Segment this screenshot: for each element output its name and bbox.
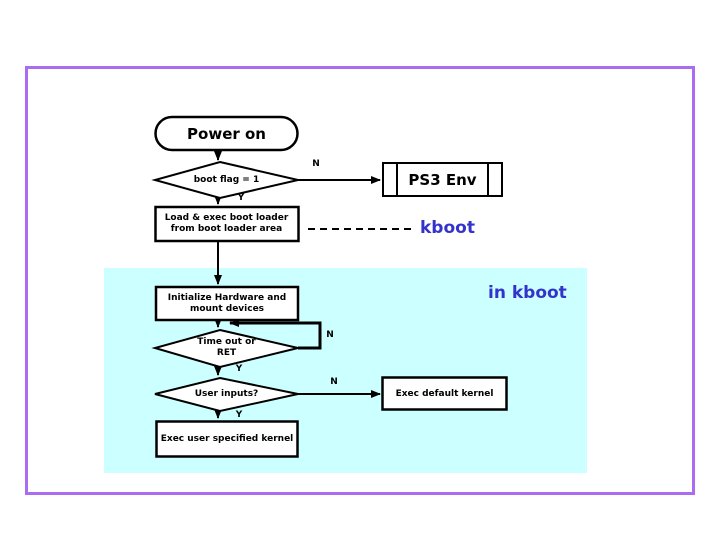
timeout-decision xyxy=(151,328,299,369)
initialize-hw-label: Initialize Hardware and mount devices xyxy=(156,293,298,315)
in-kboot-annotation: in kboot xyxy=(488,283,567,303)
arrow-timeout-no-loopback xyxy=(229,319,322,350)
timeout-yes-label: Y xyxy=(235,364,243,374)
kboot-annotation: kboot xyxy=(420,218,475,238)
ps3-env-predefined-process xyxy=(382,162,503,197)
user-inputs-label: User inputs? xyxy=(194,389,259,399)
exec-user-kernel-label: Exec user specified kernel xyxy=(160,434,294,444)
power-on-label: Power on xyxy=(187,125,266,143)
timeout-no-label: N xyxy=(326,330,334,340)
boot-flag-label: boot flag = 1 xyxy=(193,175,260,185)
initialize-hw-line2: mount devices xyxy=(189,304,265,314)
timeout-line1: Time out or xyxy=(197,337,256,347)
load-boot-loader-line2: from boot loader area xyxy=(170,224,283,234)
boot-flag-yes-label: Y xyxy=(237,193,245,203)
timeout-line2: RET xyxy=(216,348,237,358)
load-boot-loader-process xyxy=(154,205,300,243)
exec-default-kernel-label: Exec default kernel xyxy=(395,389,494,399)
load-boot-loader-line1: Load & exec boot loader xyxy=(164,213,289,223)
exec-default-kernel-process xyxy=(381,376,508,411)
initialize-hw-line1: Initialize Hardware and xyxy=(167,293,287,303)
user-inputs-decision xyxy=(154,376,299,413)
user-inputs-no-label: N xyxy=(330,377,338,387)
initialize-hw-process xyxy=(154,285,300,322)
ps3-env-label: PS3 Env xyxy=(408,171,477,189)
user-inputs-yes-label: Y xyxy=(235,410,243,420)
power-on-terminator xyxy=(154,115,299,152)
load-boot-loader-label: Load & exec boot loader from boot loader… xyxy=(155,213,298,235)
boot-flag-no-label: N xyxy=(312,159,320,169)
slide-frame xyxy=(25,66,695,495)
boot-flag-decision xyxy=(151,160,299,200)
timeout-label: Time out or RET xyxy=(155,337,298,359)
exec-user-kernel-process xyxy=(155,420,299,458)
